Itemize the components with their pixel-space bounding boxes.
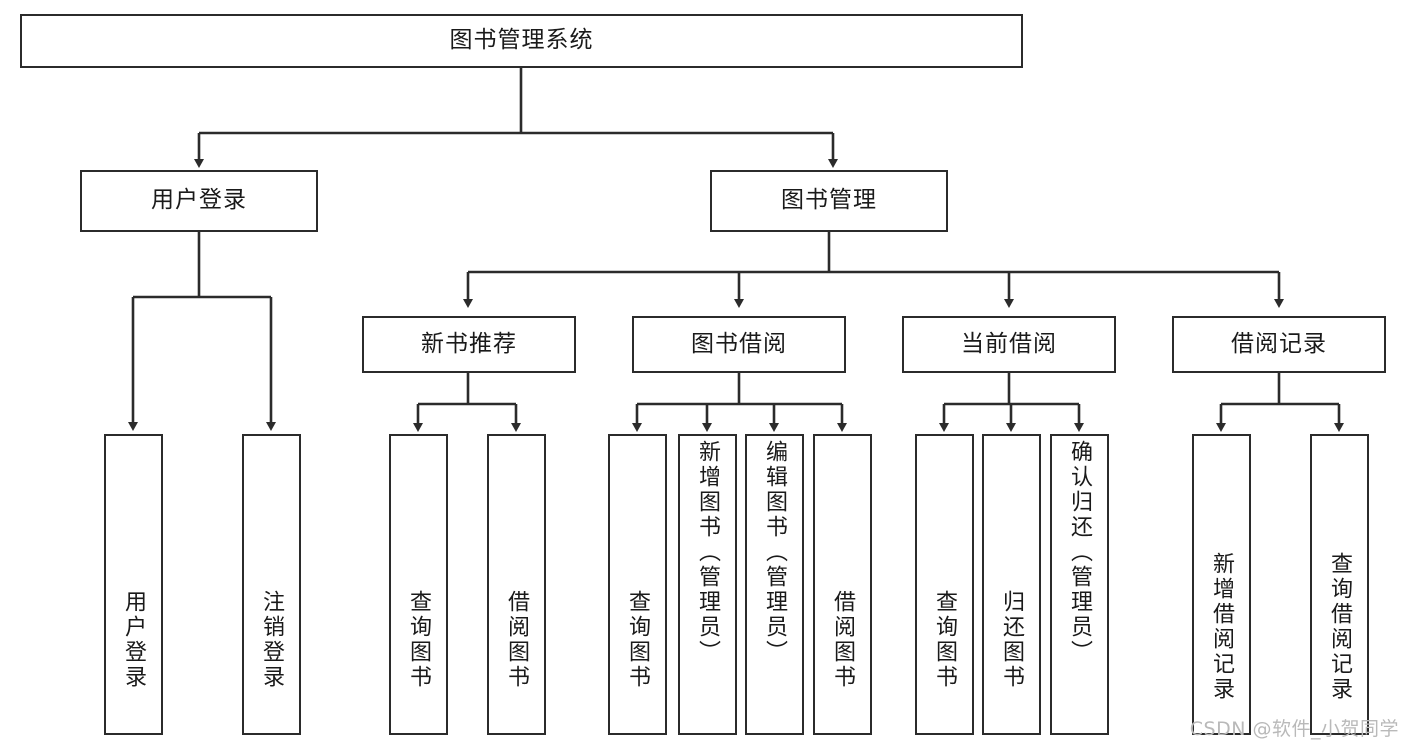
- node-root[interactable]: 图书管理系统: [20, 14, 1023, 68]
- leaf-borrow-book-borrow-label: 借阅图书: [830, 590, 856, 690]
- leaf-add-borrow-record-label: 新增借阅记录: [1209, 552, 1235, 702]
- leaf-logout-login-label: 注销登录: [259, 590, 285, 690]
- leaf-add-borrow-record[interactable]: 新增借阅记录: [1192, 434, 1251, 735]
- leaf-user-login[interactable]: 用户登录: [104, 434, 163, 735]
- node-user-login-label: 用户登录: [151, 187, 247, 214]
- leaf-return-book-label: 归还图书: [999, 590, 1025, 690]
- leaf-query-book-current-label: 查询图书: [932, 590, 958, 690]
- csdn-watermark: CSDN @软件_小贺同学: [1189, 718, 1399, 740]
- leaf-add-book-label: 新增图书（管理员）: [695, 440, 721, 665]
- leaf-add-book[interactable]: 新增图书（管理员）: [678, 434, 737, 735]
- node-user-login[interactable]: 用户登录: [80, 170, 318, 232]
- leaf-borrow-book-new[interactable]: 借阅图书: [487, 434, 546, 735]
- leaf-borrow-book-new-label: 借阅图书: [504, 590, 530, 690]
- leaf-query-borrow-record[interactable]: 查询借阅记录: [1310, 434, 1369, 735]
- node-book-manage[interactable]: 图书管理: [710, 170, 948, 232]
- leaf-return-book[interactable]: 归还图书: [982, 434, 1041, 735]
- leaf-query-borrow-record-label: 查询借阅记录: [1327, 552, 1353, 702]
- node-new-book-recommend-label: 新书推荐: [421, 330, 517, 357]
- node-borrow-record-label: 借阅记录: [1231, 330, 1327, 357]
- node-current-borrow[interactable]: 当前借阅: [902, 316, 1116, 373]
- leaf-logout-login[interactable]: 注销登录: [242, 434, 301, 735]
- node-borrow-record[interactable]: 借阅记录: [1172, 316, 1386, 373]
- leaf-query-book-borrow[interactable]: 查询图书: [608, 434, 667, 735]
- leaf-query-book-current[interactable]: 查询图书: [915, 434, 974, 735]
- leaf-query-book-new[interactable]: 查询图书: [389, 434, 448, 735]
- node-new-book-recommend[interactable]: 新书推荐: [362, 316, 576, 373]
- node-current-borrow-label: 当前借阅: [961, 330, 1057, 357]
- leaf-borrow-book-borrow[interactable]: 借阅图书: [813, 434, 872, 735]
- leaf-user-login-label: 用户登录: [121, 590, 147, 690]
- node-book-borrow-label: 图书借阅: [691, 330, 787, 357]
- node-root-label: 图书管理系统: [449, 27, 594, 54]
- leaf-edit-book-label: 编辑图书（管理员）: [762, 440, 788, 665]
- leaf-query-book-borrow-label: 查询图书: [625, 590, 651, 690]
- leaf-confirm-return[interactable]: 确认归还（管理员）: [1050, 434, 1109, 735]
- leaf-edit-book[interactable]: 编辑图书（管理员）: [745, 434, 804, 735]
- leaf-query-book-new-label: 查询图书: [406, 590, 432, 690]
- leaf-confirm-return-label: 确认归还（管理员）: [1067, 440, 1093, 665]
- node-book-borrow[interactable]: 图书借阅: [632, 316, 846, 373]
- node-book-manage-label: 图书管理: [781, 187, 877, 214]
